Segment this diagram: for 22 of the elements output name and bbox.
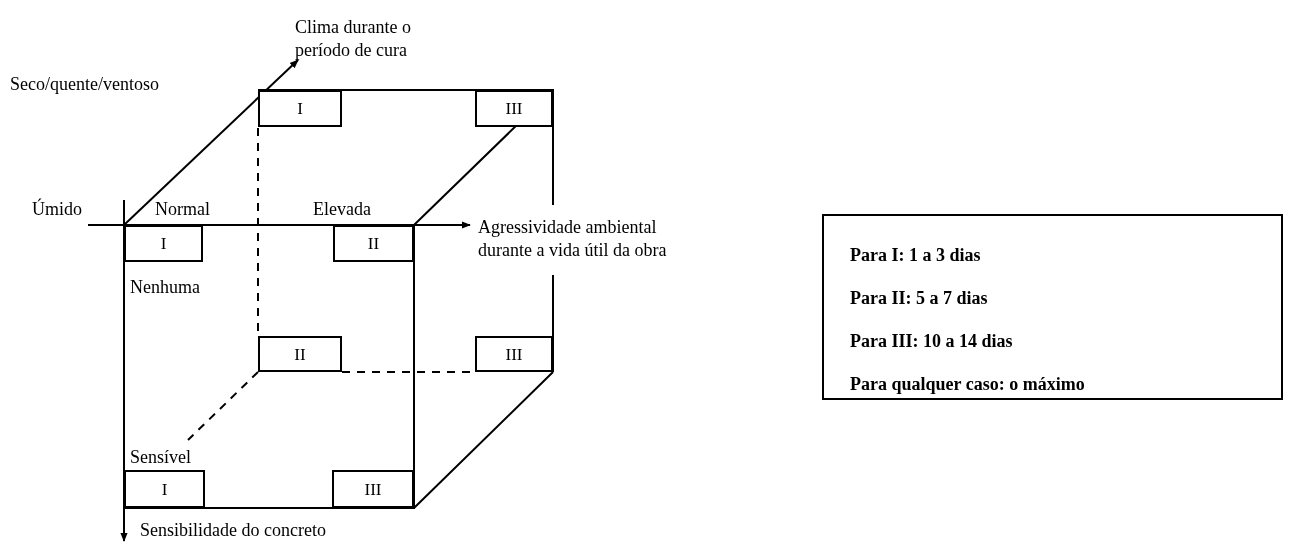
level-box: III	[475, 90, 553, 127]
axis-label: Sensível	[130, 446, 192, 469]
axis-label: Nenhuma	[130, 276, 201, 299]
note-text: Para qualquer caso: o máximo	[850, 373, 1086, 396]
level-box: III	[475, 336, 553, 372]
level-box: I	[258, 90, 342, 127]
note-box	[822, 214, 1283, 400]
level-box: III	[332, 470, 414, 508]
level-box: I	[124, 470, 205, 508]
note-text: Para III: 10 a 14 dias	[850, 330, 1014, 353]
axis-label: Normal	[155, 198, 211, 221]
note-text: Para I: 1 a 3 dias	[850, 244, 982, 267]
axis-label: Elevada	[313, 198, 372, 221]
axis-label: Úmido	[32, 198, 83, 221]
level-box: I	[124, 225, 203, 262]
axis-label: Seco/quente/ventoso	[10, 73, 160, 96]
axis-label: Clima durante o período de cura	[295, 16, 412, 62]
note-text: Para II: 5 a 7 dias	[850, 287, 989, 310]
axis-label: Agressividade ambiental durante a vida útil da obra	[478, 216, 668, 262]
axis-label: Sensibilidade do concreto	[140, 519, 327, 542]
level-box: II	[333, 225, 414, 262]
level-box: II	[258, 336, 342, 372]
